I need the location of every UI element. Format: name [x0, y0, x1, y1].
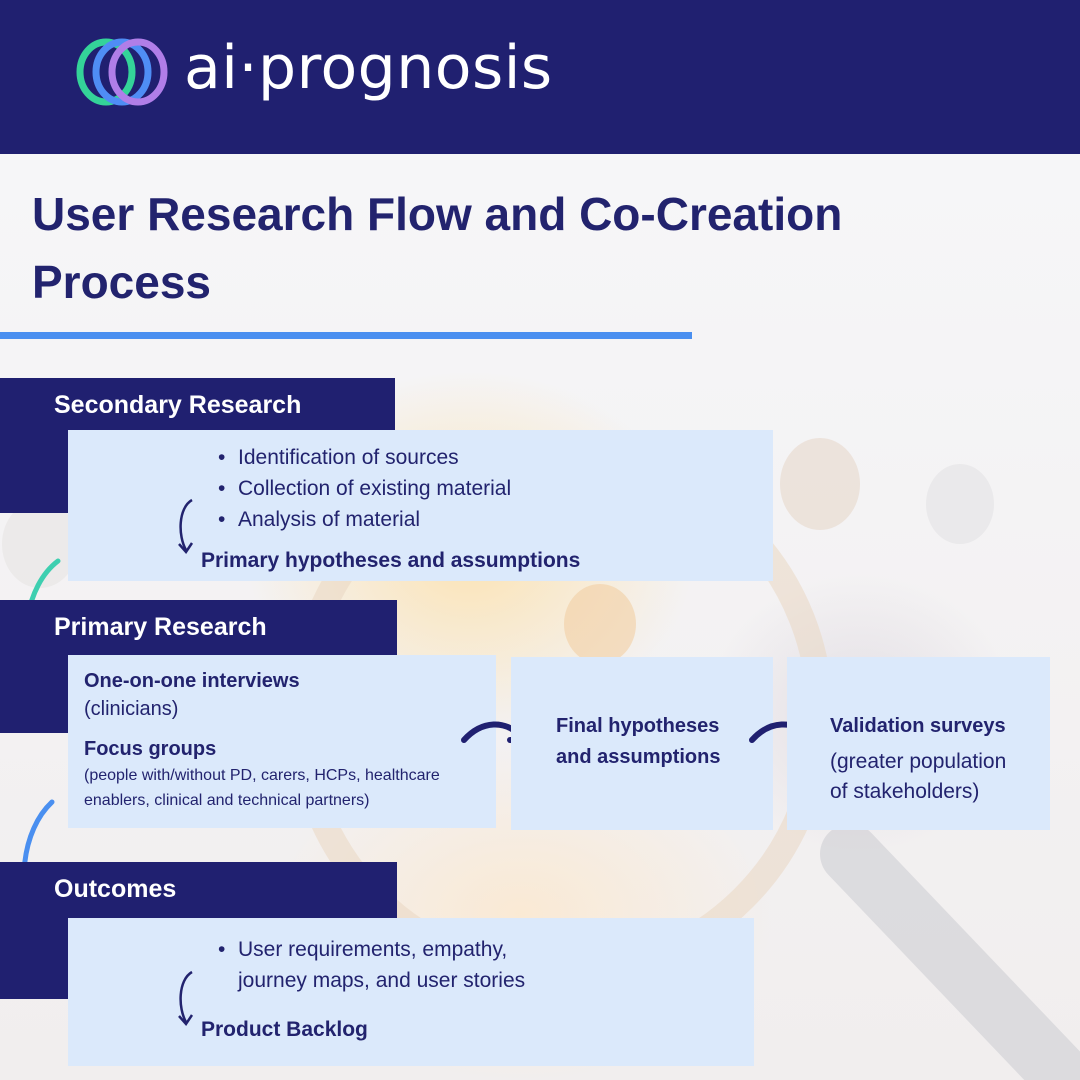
validation-detail-line2: of stakeholders) — [830, 780, 980, 803]
validation-surveys-title: Validation surveys — [830, 715, 1006, 737]
list-item: Identification of sources — [218, 442, 511, 473]
background-decoration — [2, 438, 1080, 1080]
outcomes-bullet-line1: User requirements, empathy, — [238, 938, 508, 961]
final-hypotheses-line1: Final hypotheses — [556, 715, 720, 737]
outcomes-bullet-line2: journey maps, and user stories — [238, 969, 526, 992]
list-item: Analysis of material — [218, 504, 511, 535]
list-item: User requirements, empathy, journey maps… — [218, 934, 525, 996]
page-title: User Research Flow and Co-Creation Proce… — [32, 188, 843, 308]
focus-groups-title: Focus groups — [84, 738, 217, 760]
curved-arrow-icon — [178, 498, 194, 555]
secondary-research-label: Secondary Research — [54, 391, 302, 419]
focus-groups-detail-line1: (people with/without PD, carers, HCPs, h… — [84, 767, 440, 784]
secondary-bullets: Identification of sources Collection of … — [218, 442, 511, 535]
focus-groups-detail-line2: enablers, clinical and technical partner… — [84, 792, 370, 809]
title-underline — [0, 332, 692, 339]
interviews-detail: (clinicians) — [84, 698, 179, 720]
validation-surveys-panel: Validation surveys (greater population o… — [787, 657, 1050, 830]
list-item: Collection of existing material — [218, 473, 511, 504]
primary-research-label: Primary Research — [54, 613, 267, 641]
interviews-title: One-on-one interviews — [84, 670, 300, 692]
interlocking-rings-icon — [76, 38, 168, 106]
header-bar: ai·prognosis — [0, 0, 1080, 154]
validation-detail-line1: (greater population — [830, 750, 1007, 773]
product-backlog-label: Product Backlog — [201, 1018, 368, 1041]
final-hypotheses-line2: and assumptions — [556, 746, 721, 768]
outcomes-bullets: User requirements, empathy, journey maps… — [218, 934, 525, 996]
primary-hypotheses-label: Primary hypotheses and assumptions — [201, 549, 581, 572]
final-hypotheses-panel: Final hypotheses and assumptions — [511, 657, 773, 830]
secondary-research-panel: Identification of sources Collection of … — [68, 430, 773, 581]
brand-name: ai·prognosis — [184, 33, 553, 103]
outcomes-label: Outcomes — [54, 875, 177, 903]
outcomes-panel: User requirements, empathy, journey maps… — [68, 918, 754, 1066]
curved-arrow-icon — [178, 970, 194, 1027]
primary-methods-panel: One-on-one interviews (clinicians) Focus… — [68, 655, 496, 828]
